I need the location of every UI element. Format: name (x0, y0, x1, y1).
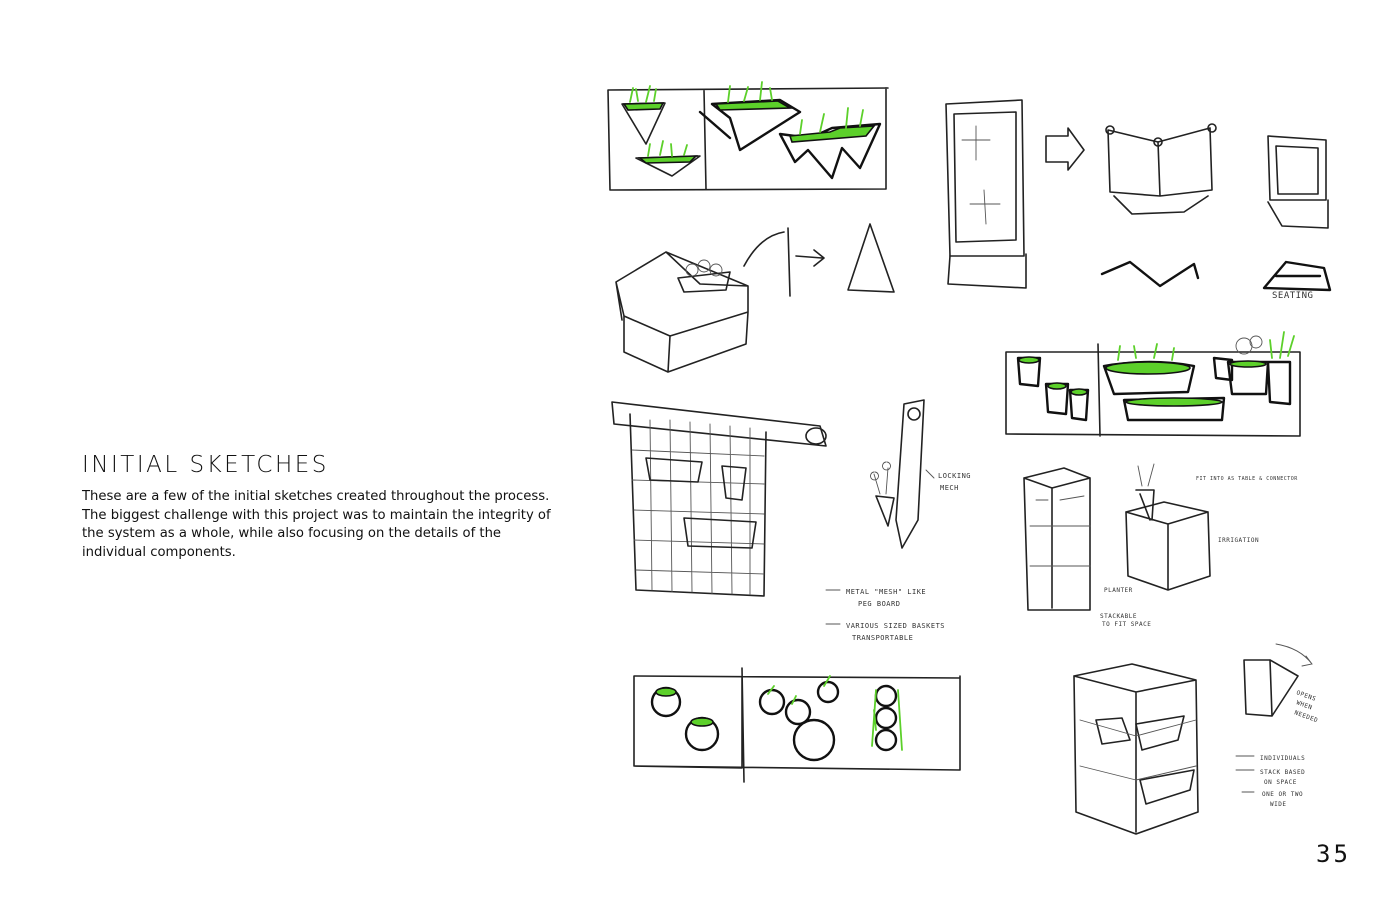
note-opens-3: NEEDED (1293, 709, 1319, 724)
sketch-planter-pots (1005, 331, 1301, 437)
sketch-locking-mech: LOCKING MECH METAL "MESH" LIKE PEG BOARD… (825, 399, 971, 642)
note-metal-mesh-2: PEG BOARD (858, 600, 900, 608)
sketch-stackable-cubes: IRRIGATION PLANTER STACKABLE TO FIT SPAC… (1023, 463, 1298, 628)
sketch-panel-seating: SEATING (945, 99, 1332, 301)
note-stack-1: STACK BASED (1260, 769, 1305, 776)
note-stackable-1: STACKABLE (1100, 613, 1137, 620)
section-body: These are a few of the initial sketches … (82, 489, 551, 560)
note-metal-mesh-1: METAL "MESH" LIKE (846, 588, 926, 596)
section-title: INITIAL SKETCHES (82, 452, 329, 478)
page-number: 35 (1316, 840, 1351, 868)
note-wide-1: ONE OR TWO (1262, 791, 1303, 798)
sketch-peg-board (611, 401, 827, 597)
sketch-circle-planters (633, 667, 961, 783)
sketch-raised-bed (615, 223, 895, 373)
note-baskets-2: TRANSPORTABLE (852, 634, 913, 642)
note-individuals: INDIVIDUALS (1260, 755, 1305, 762)
note-wide-2: WIDE (1270, 801, 1286, 808)
note-locking: LOCKING (938, 472, 971, 480)
note-irrigation: IRRIGATION (1218, 537, 1259, 544)
note-stackable-2: TO FIT SPACE (1102, 621, 1151, 628)
sketch-triangle-planters (607, 81, 889, 191)
note-seating: SEATING (1272, 291, 1313, 301)
sketch-drawer-wall: OPENS WHEN NEEDED INDIVIDUALS STACK BASE… (1073, 643, 1319, 835)
note-connector: FIT INTO AS TABLE & CONNECTOR (1196, 476, 1298, 482)
note-mech: MECH (940, 484, 959, 492)
note-baskets-1: VARIOUS SIZED BASKETS (846, 622, 945, 630)
note-planter: PLANTER (1104, 587, 1133, 594)
note-stack-2: ON SPACE (1264, 779, 1297, 786)
